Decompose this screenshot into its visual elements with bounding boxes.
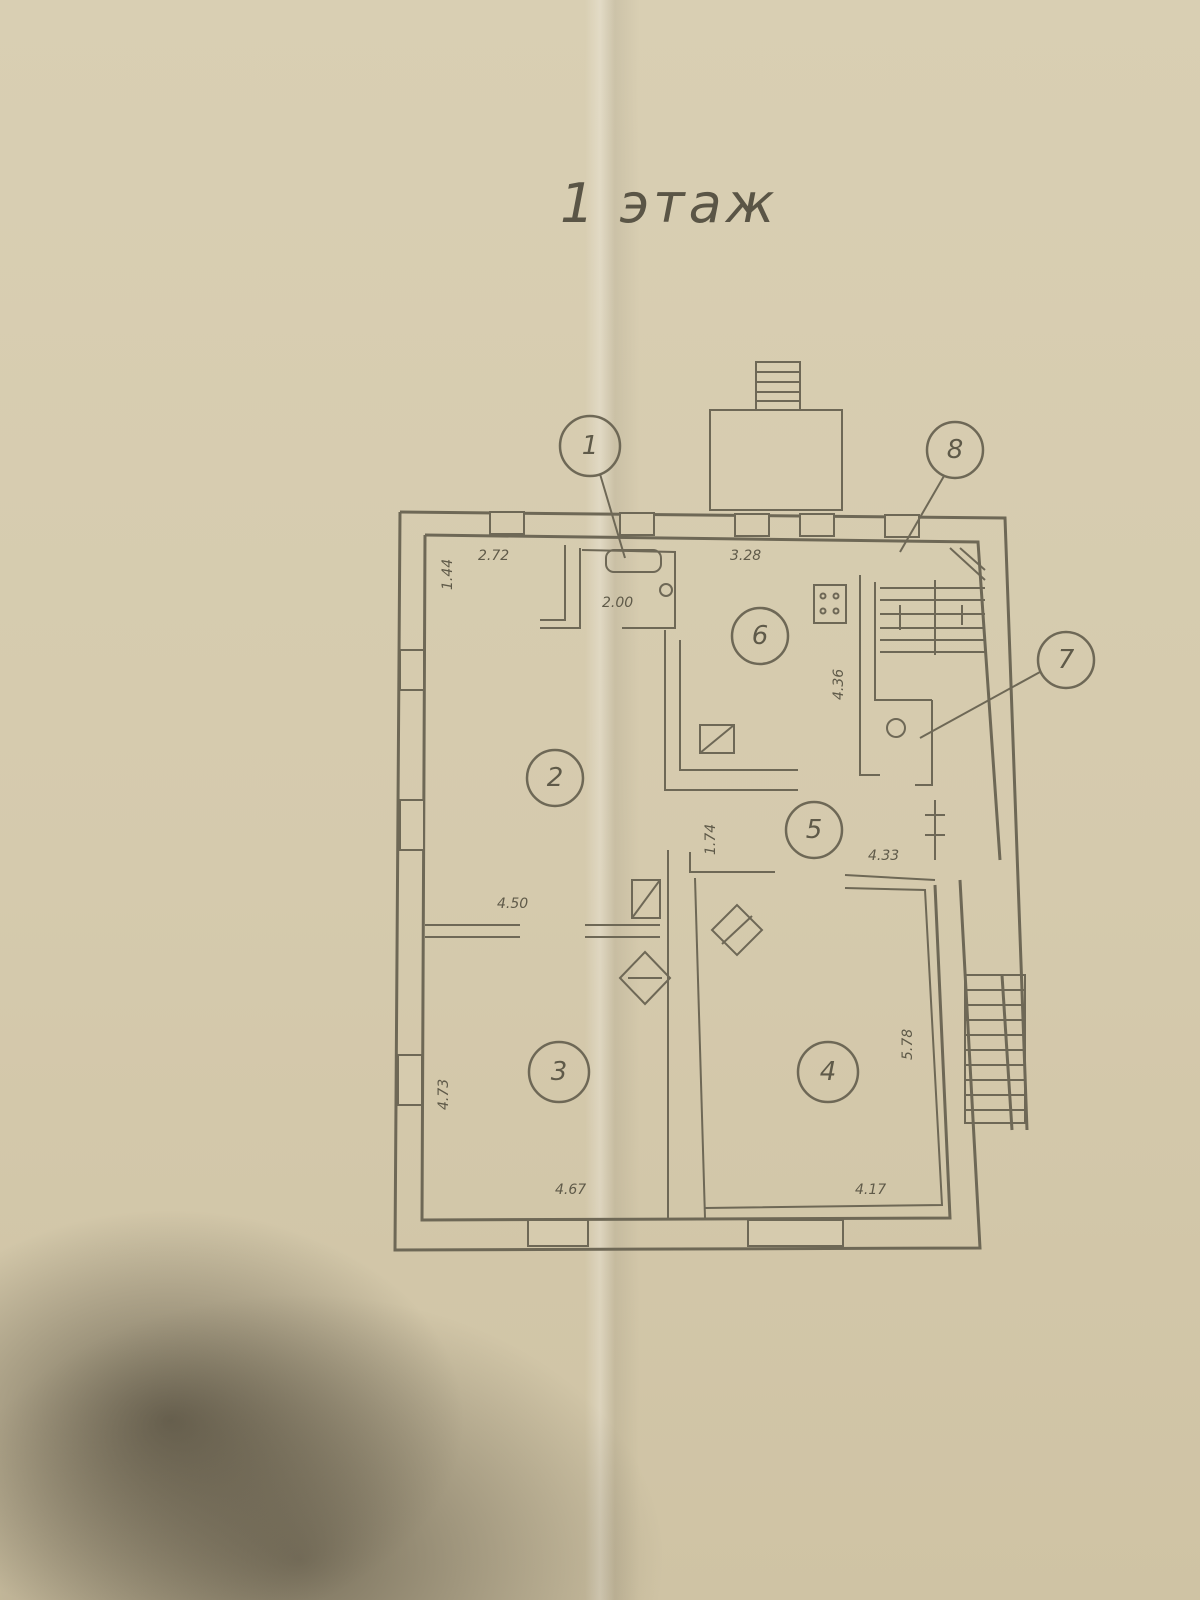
dim-2-00: 2.00: [602, 595, 633, 611]
room-2-marker: 2: [525, 748, 585, 808]
room-3-number: 3: [551, 1057, 568, 1087]
dim-4-50: 4.50: [497, 896, 528, 912]
room-1-number: 1: [582, 431, 599, 461]
room-7-marker: 7: [919, 630, 1096, 739]
entrance-porch: [709, 361, 843, 511]
interior-walls: [425, 545, 945, 1219]
dim-4-36: 4.36: [831, 669, 847, 700]
dim-4-73: 4.73: [436, 1079, 452, 1110]
appliances: [631, 584, 847, 919]
interior-staircase: [880, 547, 986, 655]
dim-4-17: 4.17: [855, 1182, 886, 1198]
room-4-marker: 4: [796, 1040, 860, 1104]
dim-3-28: 3.28: [730, 548, 761, 564]
room-4-number: 4: [820, 1057, 837, 1087]
room-1-marker: 1: [558, 414, 626, 559]
left-windows: [397, 649, 425, 1106]
dim-2-72: 2.72: [478, 548, 509, 564]
room-3-marker: 3: [527, 1040, 591, 1104]
dim-4-67: 4.67: [555, 1182, 586, 1198]
stoves: [618, 903, 764, 1006]
room-labels: 1 2 3 4 5 6 7 8: [525, 414, 1096, 1104]
outer-walls: [393, 510, 1029, 1252]
dimension-labels: 1.44 2.72 2.00 3.28 4.36 1.74 4.33 4.50 …: [436, 548, 916, 1198]
room-8-number: 8: [947, 435, 964, 465]
room-8-marker: 8: [899, 420, 985, 553]
room-6-number: 6: [752, 621, 769, 651]
room-5-number: 5: [806, 815, 823, 845]
top-windows: [489, 511, 920, 538]
bottom-windows: [527, 1219, 844, 1247]
plan-title: 1 этаж: [560, 172, 778, 235]
room-6-marker: 6: [730, 606, 790, 666]
room-2-number: 2: [547, 763, 564, 793]
dim-4-33: 4.33: [868, 848, 899, 864]
dim-1-44: 1.44: [440, 559, 456, 590]
room-5-marker: 5: [784, 800, 844, 860]
exterior-staircase: [964, 974, 1026, 1131]
dim-1-74: 1.74: [703, 824, 719, 855]
room-7-number: 7: [1058, 645, 1075, 675]
dim-5-78: 5.78: [900, 1029, 916, 1060]
bathroom-fixtures: [605, 549, 906, 738]
